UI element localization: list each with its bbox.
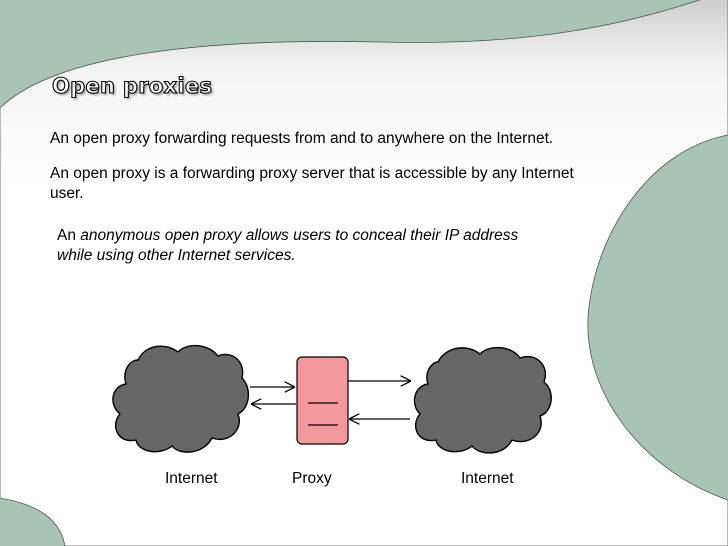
- right-cloud-label: Internet: [461, 470, 514, 487]
- proxy-label: Proxy: [292, 470, 332, 487]
- paragraph-anonymous-open-proxy: An anonymous open proxy allows users to …: [57, 226, 547, 266]
- left-cloud-label: Internet: [165, 470, 218, 487]
- page-title: Open proxies: [51, 73, 213, 98]
- paragraph-italic-text: anonymous open proxy allows users to con…: [57, 227, 519, 264]
- cloud-icon-right: [413, 347, 552, 454]
- proxy-server-icon: [296, 356, 349, 445]
- paragraph-prefix: An: [57, 227, 81, 244]
- paragraph-open-proxy-definition: An open proxy is a forwarding proxy serv…: [50, 165, 574, 202]
- paragraph-open-proxy-forwarding: An open proxy forwarding requests from a…: [50, 130, 554, 147]
- cloud-icon-left: [112, 345, 249, 453]
